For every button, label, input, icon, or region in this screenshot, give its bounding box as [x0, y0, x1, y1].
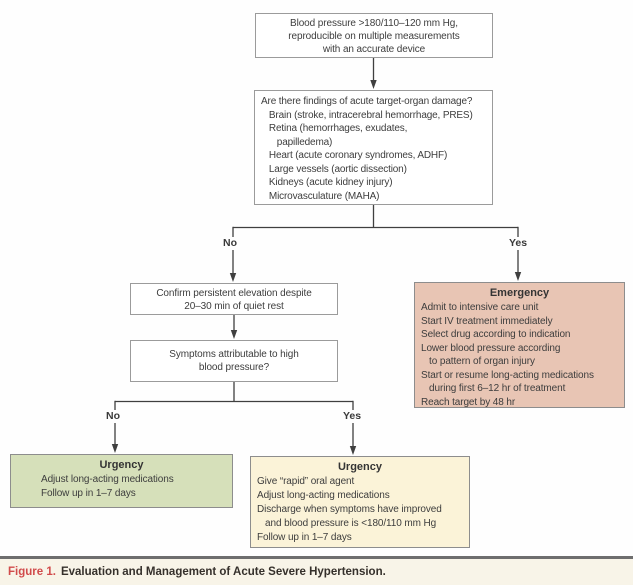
branch-label-no-2: No [103, 410, 123, 423]
box-blood-pressure-text: Blood pressure >180/110–120 mm Hg, repro… [288, 18, 460, 55]
box-symptoms-question-text: Symptoms attributable to high blood pres… [169, 349, 299, 373]
figure-caption-text: Evaluation and Management of Acute Sever… [60, 566, 386, 578]
arrow-down-icon [349, 446, 357, 455]
box-emergency: Emergency Admit to intensive care unit S… [414, 282, 625, 408]
arrow-down-icon [370, 80, 377, 89]
box-urgency-no-symptoms: Urgency Adjust long-acting medications F… [10, 454, 233, 508]
box-confirm-elevation-text: Confirm persistent elevation despite 20–… [156, 288, 312, 312]
box-emergency-title: Emergency [489, 287, 550, 299]
box-urgency-yes-text: Give “rapid” oral agent Adjust long-acti… [257, 476, 442, 543]
box-target-organ-damage: Are there findings of acute target-organ… [254, 90, 493, 205]
branch-label-no-1: No [220, 237, 240, 250]
branch-label-yes-1: Yes [505, 237, 531, 250]
box-urgency-no-title: Urgency [99, 459, 144, 471]
arrow-down-icon [230, 330, 238, 339]
box-target-organ-damage-text: Are there findings of acute target-organ… [261, 96, 473, 202]
connector-branch-2 [111, 382, 357, 455]
branch-label-yes-2: Yes [339, 410, 365, 423]
connector-branch-1 [229, 205, 522, 282]
figure-caption-label: Figure 1. [8, 566, 56, 578]
arrow-down-icon [514, 272, 522, 281]
arrow-down-icon [111, 444, 119, 453]
figure-caption: Figure 1. Evaluation and Management of A… [0, 556, 633, 585]
flow-connectors [111, 58, 522, 455]
connector-confirm-to-symptoms [230, 315, 238, 339]
box-urgency-yes-title: Urgency [337, 461, 383, 473]
box-symptoms-question: Symptoms attributable to high blood pres… [130, 340, 338, 382]
box-urgency-no-text: Adjust long-acting medications Follow up… [41, 474, 174, 499]
connector-bp-to-findings [370, 58, 377, 89]
arrow-down-icon [229, 273, 237, 282]
box-confirm-elevation: Confirm persistent elevation despite 20–… [130, 283, 338, 315]
box-urgency-with-symptoms: Urgency Give “rapid” oral agent Adjust l… [250, 456, 470, 548]
box-blood-pressure: Blood pressure >180/110–120 mm Hg, repro… [255, 13, 493, 58]
box-emergency-text: Admit to intensive care unit Start IV tr… [421, 302, 594, 408]
flowchart: Blood pressure >180/110–120 mm Hg, repro… [10, 13, 625, 548]
